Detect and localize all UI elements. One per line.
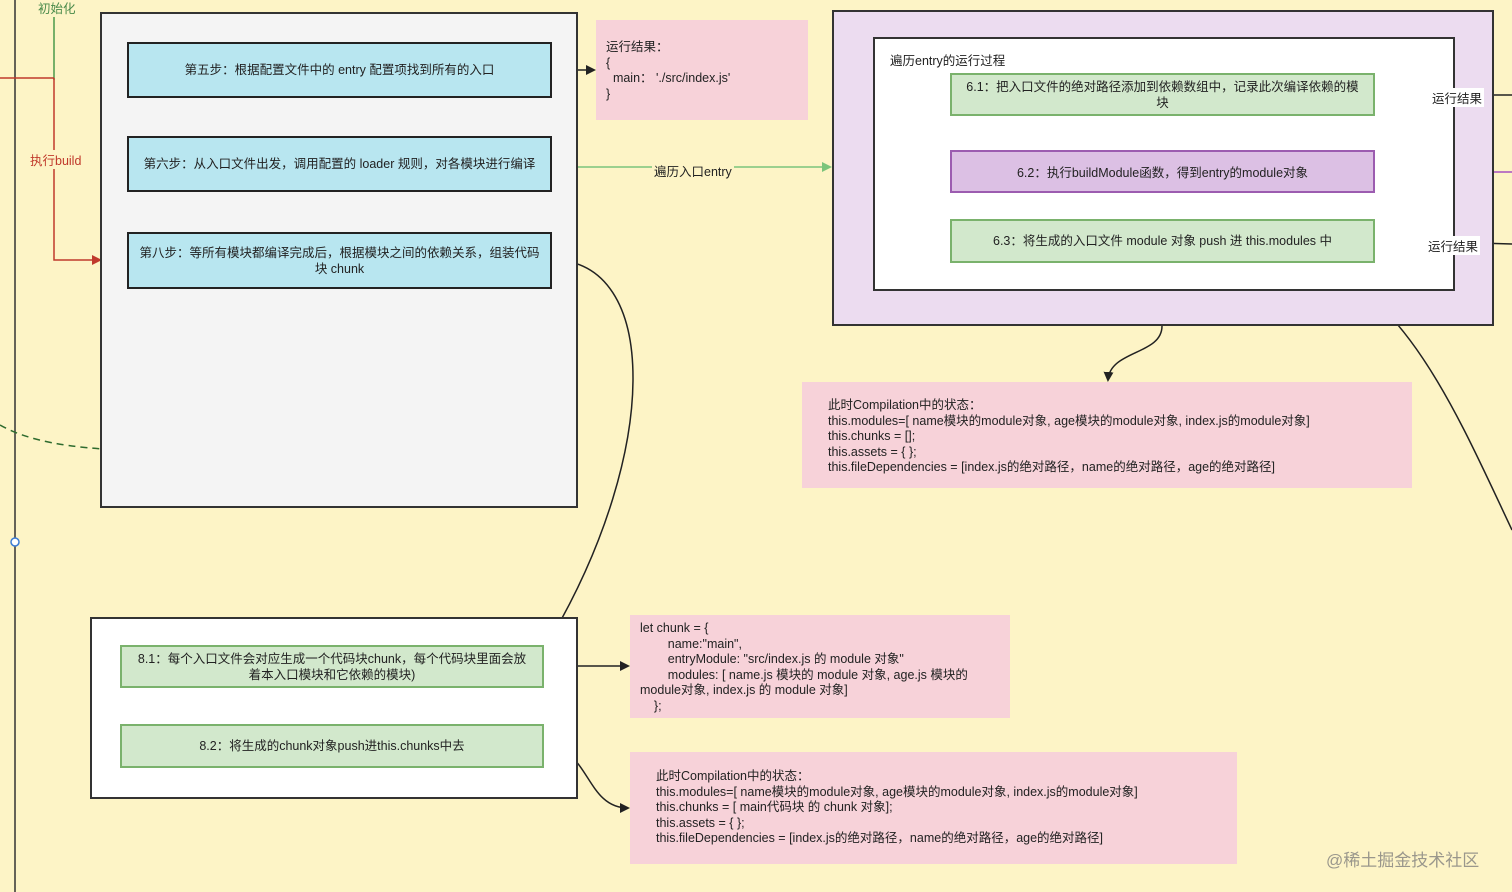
init-label: 初始化: [36, 0, 78, 17]
result-label-1: 运行结果: [1430, 88, 1485, 107]
step61-box[interactable]: 6.1：把入口文件的绝对路径添加到依赖数组中，记录此次编译依赖的模块: [950, 73, 1375, 116]
step62-box[interactable]: 6.2：执行buildModule函数，得到entry的module对象: [950, 150, 1375, 193]
compilation-state-note-1: 此时Compilation中的状态： this.modules=[ name模块…: [802, 382, 1412, 488]
chunk-object-note: let chunk = { name:"main", entryModule: …: [630, 615, 1010, 718]
entry-process-title: 遍历entry的运行过程: [890, 54, 1006, 68]
watermark: @稀土掘金技术社区: [1326, 851, 1480, 870]
build-label: 执行build: [28, 150, 84, 169]
traverse-entry-label: 遍历入口entry: [652, 161, 734, 180]
result-label-2: 运行结果: [1426, 236, 1481, 255]
step6-box[interactable]: 第六步：从入口文件出发，调用配置的 loader 规则，对各模块进行编译: [127, 136, 552, 192]
step63-box[interactable]: 6.3：将生成的入口文件 module 对象 push 进 this.modul…: [950, 219, 1375, 263]
compilation-state-note-2: 此时Compilation中的状态： this.modules=[ name模块…: [630, 752, 1237, 864]
step82-box[interactable]: 8.2：将生成的chunk对象push进this.chunks中去: [120, 724, 544, 768]
entry-result-note: 运行结果： { main： './src/index.js' }: [596, 20, 808, 120]
step5-box[interactable]: 第五步：根据配置文件中的 entry 配置项找到所有的入口: [127, 42, 552, 98]
build-arrow: [53, 168, 102, 265]
timeline-node: [10, 537, 20, 547]
step8-box[interactable]: 第八步：等所有模块都编译完成后，根据模块之间的依赖关系，组装代码块 chunk: [127, 232, 552, 289]
step81-box[interactable]: 8.1：每个入口文件会对应生成一个代码块chunk，每个代码块里面会放着本入口模…: [120, 645, 544, 688]
